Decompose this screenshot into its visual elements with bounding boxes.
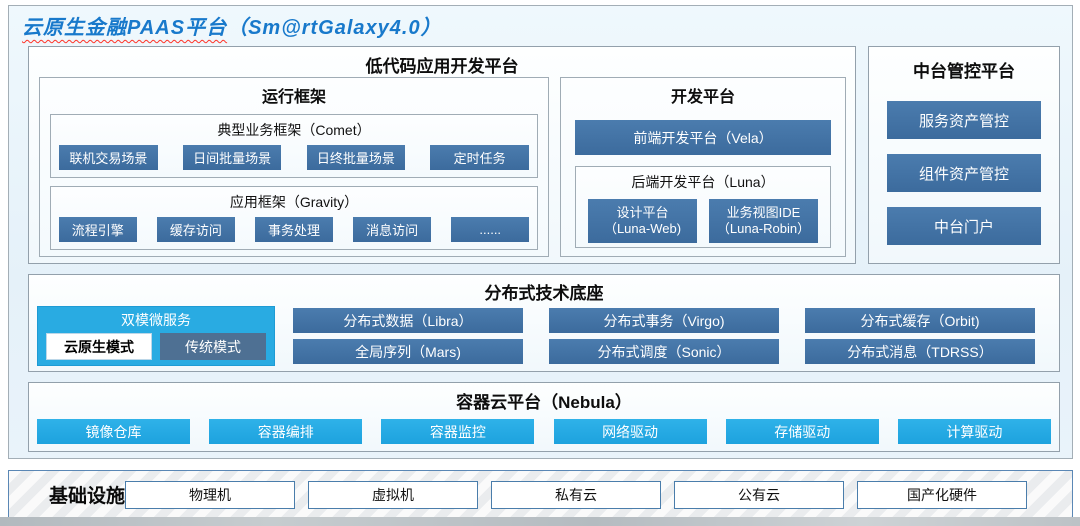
gravity-item: 缓存访问 bbox=[157, 217, 235, 242]
luna-item-robin-line1: 业务视图IDE bbox=[726, 204, 801, 220]
distributed-item: 全局序列（Mars) bbox=[293, 339, 523, 364]
comet-item: 日终批量场景 bbox=[306, 145, 406, 170]
dev-platform-box: 开发平台 前端开发平台（Vela） 后端开发平台（Luna） 设计平台 （Lun… bbox=[560, 77, 846, 257]
container-cloud-item: 容器监控 bbox=[381, 419, 535, 444]
page-title-suffix: （Sm@rtGalaxy4.0） bbox=[227, 17, 442, 39]
gravity-box: 应用框架（Gravity） 流程引擎 缓存访问 事务处理 消息访问 ...... bbox=[50, 186, 538, 250]
luna-items-row: 设计平台 （Luna-Web) 业务视图IDE （Luna-Robin） bbox=[588, 199, 818, 243]
comet-title: 典型业务框架（Comet） bbox=[217, 122, 371, 138]
container-cloud-items-row: 镜像仓库 容器编排 容器监控 网络驱动 存储驱动 计算驱动 bbox=[37, 419, 1051, 444]
gravity-item: 消息访问 bbox=[353, 217, 431, 242]
container-cloud-item: 容器编排 bbox=[209, 419, 363, 444]
container-cloud-item: 网络驱动 bbox=[553, 419, 707, 444]
distributed-item: 分布式数据（Libra） bbox=[293, 308, 523, 333]
distributed-item: 分布式事务（Virgo) bbox=[549, 308, 779, 333]
luna-item-web-line1: 设计平台 bbox=[616, 204, 669, 220]
mid-platform-item: 组件资产管控 bbox=[887, 154, 1041, 192]
page-title: 云原生金融PAAS平台（Sm@rtGalaxy4.0） bbox=[22, 11, 442, 40]
vela-block: 前端开发平台（Vela） bbox=[575, 120, 831, 155]
runtime-framework-title: 运行框架 bbox=[261, 89, 326, 106]
low-code-title: 低代码应用开发平台 bbox=[365, 57, 519, 76]
luna-item-robin: 业务视图IDE （Luna-Robin） bbox=[709, 199, 818, 243]
infrastructure-item: 虚拟机 bbox=[308, 481, 478, 509]
comet-item: 日间批量场景 bbox=[182, 145, 282, 170]
comet-items-row: 联机交易场景 日间批量场景 日终批量场景 定时任务 bbox=[59, 145, 529, 170]
section-low-code: 低代码应用开发平台 运行框架 典型业务框架（Comet） 联机交易场景 日间批量… bbox=[28, 46, 856, 264]
comet-item: 定时任务 bbox=[430, 145, 529, 170]
section-container-cloud: 容器云平台（Nebula） 镜像仓库 容器编排 容器监控 网络驱动 存储驱动 计… bbox=[28, 382, 1060, 452]
gravity-item: 流程引擎 bbox=[59, 217, 137, 242]
section-mid-platform: 中台管控平台 服务资产管控 组件资产管控 中台门户 bbox=[868, 46, 1060, 264]
runtime-framework-box: 运行框架 典型业务框架（Comet） 联机交易场景 日间批量场景 日终批量场景 … bbox=[39, 77, 549, 257]
infrastructure-item: 私有云 bbox=[491, 481, 661, 509]
luna-box: 后端开发平台（Luna） 设计平台 （Luna-Web) 业务视图IDE （Lu… bbox=[575, 166, 831, 248]
container-cloud-item: 镜像仓库 bbox=[37, 419, 191, 444]
infrastructure-item: 国产化硬件 bbox=[857, 481, 1027, 509]
dev-platform-title: 开发平台 bbox=[670, 89, 735, 106]
container-cloud-title: 容器云平台（Nebula） bbox=[456, 393, 632, 412]
traditional-mode-block: 传统模式 bbox=[160, 333, 266, 360]
luna-item-web: 设计平台 （Luna-Web) bbox=[588, 199, 697, 243]
gravity-items-row: 流程引擎 缓存访问 事务处理 消息访问 ...... bbox=[59, 217, 529, 242]
dual-mode-title: 双模微服务 bbox=[121, 312, 191, 328]
gravity-title: 应用框架（Gravity） bbox=[229, 194, 359, 210]
infrastructure-title: 基础设施 bbox=[49, 485, 126, 507]
container-cloud-item: 计算驱动 bbox=[897, 419, 1051, 444]
dual-mode-box: 双模微服务 云原生模式 传统模式 bbox=[37, 306, 275, 366]
gravity-item: 事务处理 bbox=[255, 217, 333, 242]
distributed-title: 分布式技术底座 bbox=[484, 284, 604, 303]
infrastructure-item: 公有云 bbox=[674, 481, 844, 509]
page-title-main: 云原生金融PAAS平台 bbox=[22, 17, 228, 39]
bottom-shadow-band bbox=[0, 517, 1080, 526]
comet-box: 典型业务框架（Comet） 联机交易场景 日间批量场景 日终批量场景 定时任务 bbox=[50, 114, 538, 178]
mid-platform-item: 服务资产管控 bbox=[887, 101, 1041, 139]
mid-platform-title: 中台管控平台 bbox=[913, 62, 1015, 81]
section-distributed: 分布式技术底座 双模微服务 云原生模式 传统模式 分布式数据（Libra） 分布… bbox=[28, 274, 1060, 372]
mid-platform-item: 中台门户 bbox=[887, 207, 1041, 245]
distributed-item: 分布式消息（TDRSS） bbox=[805, 339, 1035, 364]
distributed-item: 分布式缓存（Orbit) bbox=[805, 308, 1035, 333]
luna-item-web-line2: （Luna-Web) bbox=[603, 221, 682, 236]
luna-title: 后端开发平台（Luna） bbox=[631, 174, 775, 190]
section-infrastructure: 基础设施 物理机 虚拟机 私有云 公有云 国产化硬件 bbox=[8, 470, 1073, 518]
infrastructure-item: 物理机 bbox=[125, 481, 295, 509]
distributed-item: 分布式调度（Sonic） bbox=[549, 339, 779, 364]
container-cloud-item: 存储驱动 bbox=[725, 419, 879, 444]
cloud-native-mode-block: 云原生模式 bbox=[46, 333, 152, 360]
gravity-item: ...... bbox=[451, 217, 529, 242]
luna-item-robin-line2: （Luna-Robin） bbox=[716, 221, 811, 236]
comet-item: 联机交易场景 bbox=[59, 145, 158, 170]
infrastructure-items-row: 物理机 虚拟机 私有云 公有云 国产化硬件 bbox=[125, 481, 1027, 509]
